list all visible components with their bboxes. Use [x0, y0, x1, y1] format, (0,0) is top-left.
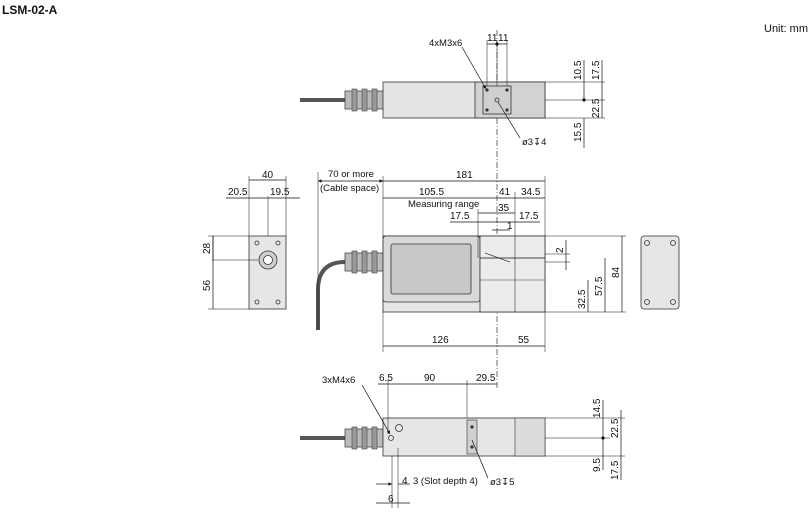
side-dim-20-5: 20.5 [228, 187, 248, 198]
end-plate [640, 235, 680, 310]
bottom-dim-29-5: 29.5 [476, 373, 496, 384]
drawing-title: LSM-02-A [2, 3, 58, 17]
top-pitch-b: 11 [498, 33, 509, 44]
front-dim-35: 35 [498, 203, 510, 214]
top-dim-22-5: 22.5 [591, 98, 602, 118]
slot-note: 3 (Slot depth 4) [413, 476, 478, 487]
front-dim-55: 55 [518, 335, 530, 346]
front-display-window [390, 243, 472, 295]
front-cable [316, 260, 346, 330]
front-view: 70 or more (Cable space) 181 105.5 41 34… [316, 169, 680, 352]
bottom-dim-14-5: 14.5 [592, 398, 603, 418]
side-view: 40 20.5 19.5 28 56 [202, 170, 300, 310]
front-dim-17-5-left: 17.5 [450, 211, 470, 222]
front-dim-32-5: 32.5 [577, 289, 588, 309]
top-dim-17-5: 17.5 [591, 60, 602, 80]
front-dim-181: 181 [456, 170, 473, 181]
top-pitch-a: 11 [487, 33, 498, 44]
bottom-dim-4: 4 [402, 476, 408, 487]
front-dim-17-5-right: 17.5 [519, 211, 539, 222]
bottom-view: 3xM4x6 6.5 90 29.5 14.5 22.5 9.5 17.5 4 … [300, 373, 625, 508]
side-body [248, 235, 287, 310]
bottom-dim-17-5: 17.5 [610, 460, 621, 480]
front-dim-105-5: 105.5 [419, 187, 444, 198]
front-dim-41: 41 [499, 187, 511, 198]
front-dim-126: 126 [432, 335, 449, 346]
unit-label: Unit: mm [764, 23, 808, 35]
top-dim-15-5: 15.5 [573, 122, 584, 142]
front-dim-34-5: 34.5 [521, 187, 541, 198]
side-dim-40: 40 [262, 170, 274, 181]
front-dim-84: 84 [611, 266, 622, 278]
front-dim-57-5: 57.5 [594, 276, 605, 296]
bottom-screw-label: 3xM4x6 [322, 375, 355, 386]
top-view: 4xM3x6 11 11 10.5 17.5 22.5 15.5 ø3↧4 [300, 33, 605, 148]
front-dim-2: 2 [555, 247, 566, 253]
bottom-dim-6: 6 [388, 494, 394, 505]
side-dim-56: 56 [202, 279, 213, 291]
bottom-dim-22-5: 22.5 [610, 418, 621, 438]
side-dim-19-5: 19.5 [270, 187, 290, 198]
front-dim-1: 1 [507, 221, 513, 232]
cable-space-2: (Cable space) [320, 183, 379, 194]
cable-space-1: 70 or more [328, 169, 374, 180]
measuring-range-label: Measuring range [408, 199, 479, 210]
side-dim-28: 28 [202, 242, 213, 254]
bottom-dim-90: 90 [424, 373, 436, 384]
top-screw-label: 4xM3x6 [429, 38, 462, 49]
top-hole-label: ø3↧4 [522, 137, 546, 148]
bottom-dim-9-5: 9.5 [592, 458, 603, 472]
bottom-dim-6-5: 6.5 [379, 373, 393, 384]
top-dim-10-5: 10.5 [573, 60, 584, 80]
bottom-hole-label: ø3↧5 [490, 477, 514, 488]
top-hole [494, 97, 500, 103]
